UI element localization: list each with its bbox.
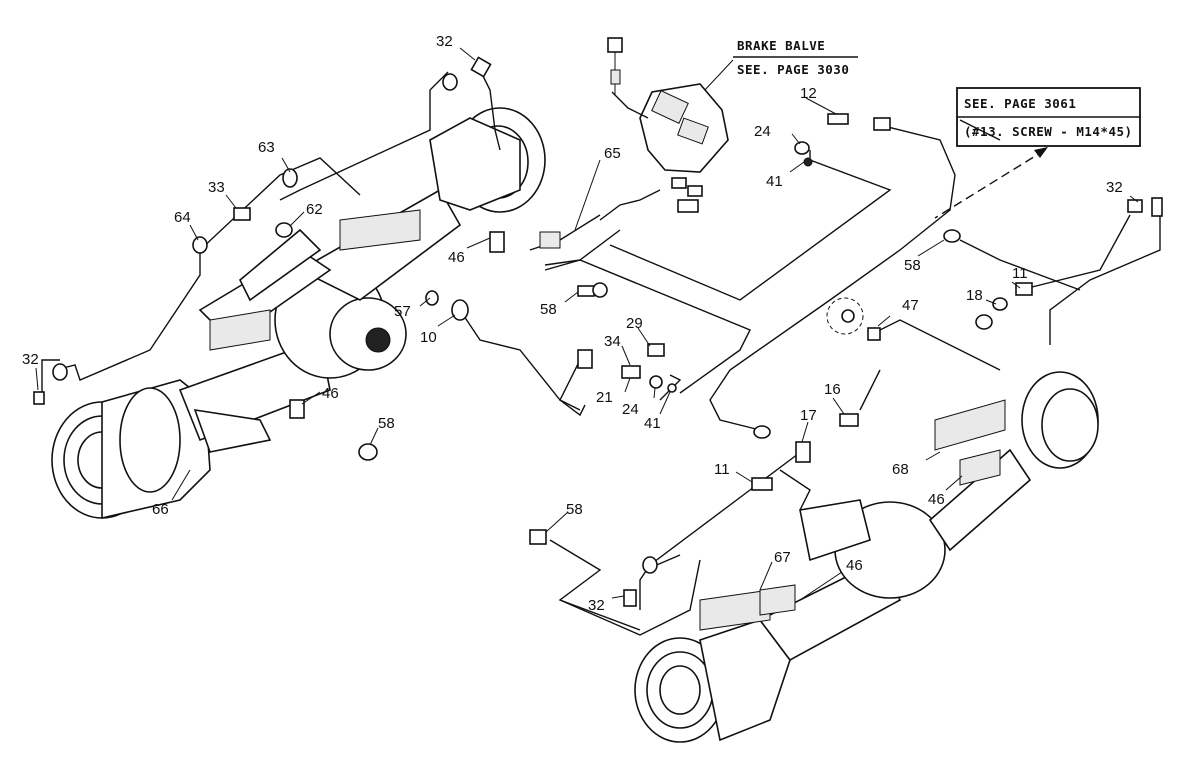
callout-46: 46 [448,249,465,266]
callout-57: 57 [394,303,411,320]
callout-21: 21 [596,389,613,406]
leader-lines [35,47,1139,601]
callout-58: 58 [566,501,583,518]
screw-box-page-ref: SEE. PAGE 3061 [964,96,1076,111]
rear-axle-left [51,107,546,520]
callout-12: 12 [800,85,817,102]
callout-11: 11 [714,461,730,478]
callout-46: 46 [846,557,863,574]
callout-33: 33 [208,179,225,196]
callout-32: 32 [588,597,605,614]
callout-18: 18 [966,287,983,304]
callout-10: 10 [420,329,437,346]
brake-valve-page-ref: SEE. PAGE 3030 [737,62,849,77]
callout-68: 68 [892,461,909,478]
callout-17: 17 [800,407,817,424]
callout-63: 63 [258,139,275,156]
part-callouts: 32 63 33 62 64 32 46 65 57 10 58 29 34 2… [22,33,1123,614]
callout-62: 62 [306,201,323,218]
screw-reference-box: SEE. PAGE 3061 (#13. SCREW - M14*45) [934,87,1141,219]
callout-41: 41 [644,415,661,432]
callout-58: 58 [378,415,395,432]
callout-41: 41 [766,173,783,190]
callout-32: 32 [22,351,39,368]
callout-32: 32 [1106,179,1123,196]
front-axle-right [634,371,1099,743]
callout-58: 58 [540,301,557,318]
brake-valve-note: BRAKE BALVE SEE. PAGE 3030 [687,38,858,109]
brake-valve-title: BRAKE BALVE [737,38,825,53]
callout-16: 16 [824,381,841,398]
callout-66: 66 [152,501,169,518]
callout-11: 11 [1012,265,1028,282]
callout-24: 24 [622,401,639,418]
screw-box-screw-spec: (#13. SCREW - M14*45) [964,124,1133,139]
brake-valve-assembly [607,37,729,213]
callout-64: 64 [174,209,191,226]
arrow-head-icon [1034,147,1048,158]
callout-34: 34 [604,333,621,350]
brake-lines [41,69,1161,636]
callout-24: 24 [754,123,771,140]
callout-65: 65 [604,145,621,162]
callout-32: 32 [436,33,453,50]
callout-46: 46 [322,385,339,402]
callout-46: 46 [928,491,945,508]
fittings [33,56,1163,607]
callout-67: 67 [774,549,791,566]
callout-47: 47 [902,297,919,314]
callout-29: 29 [626,315,643,332]
callout-58: 58 [904,257,921,274]
